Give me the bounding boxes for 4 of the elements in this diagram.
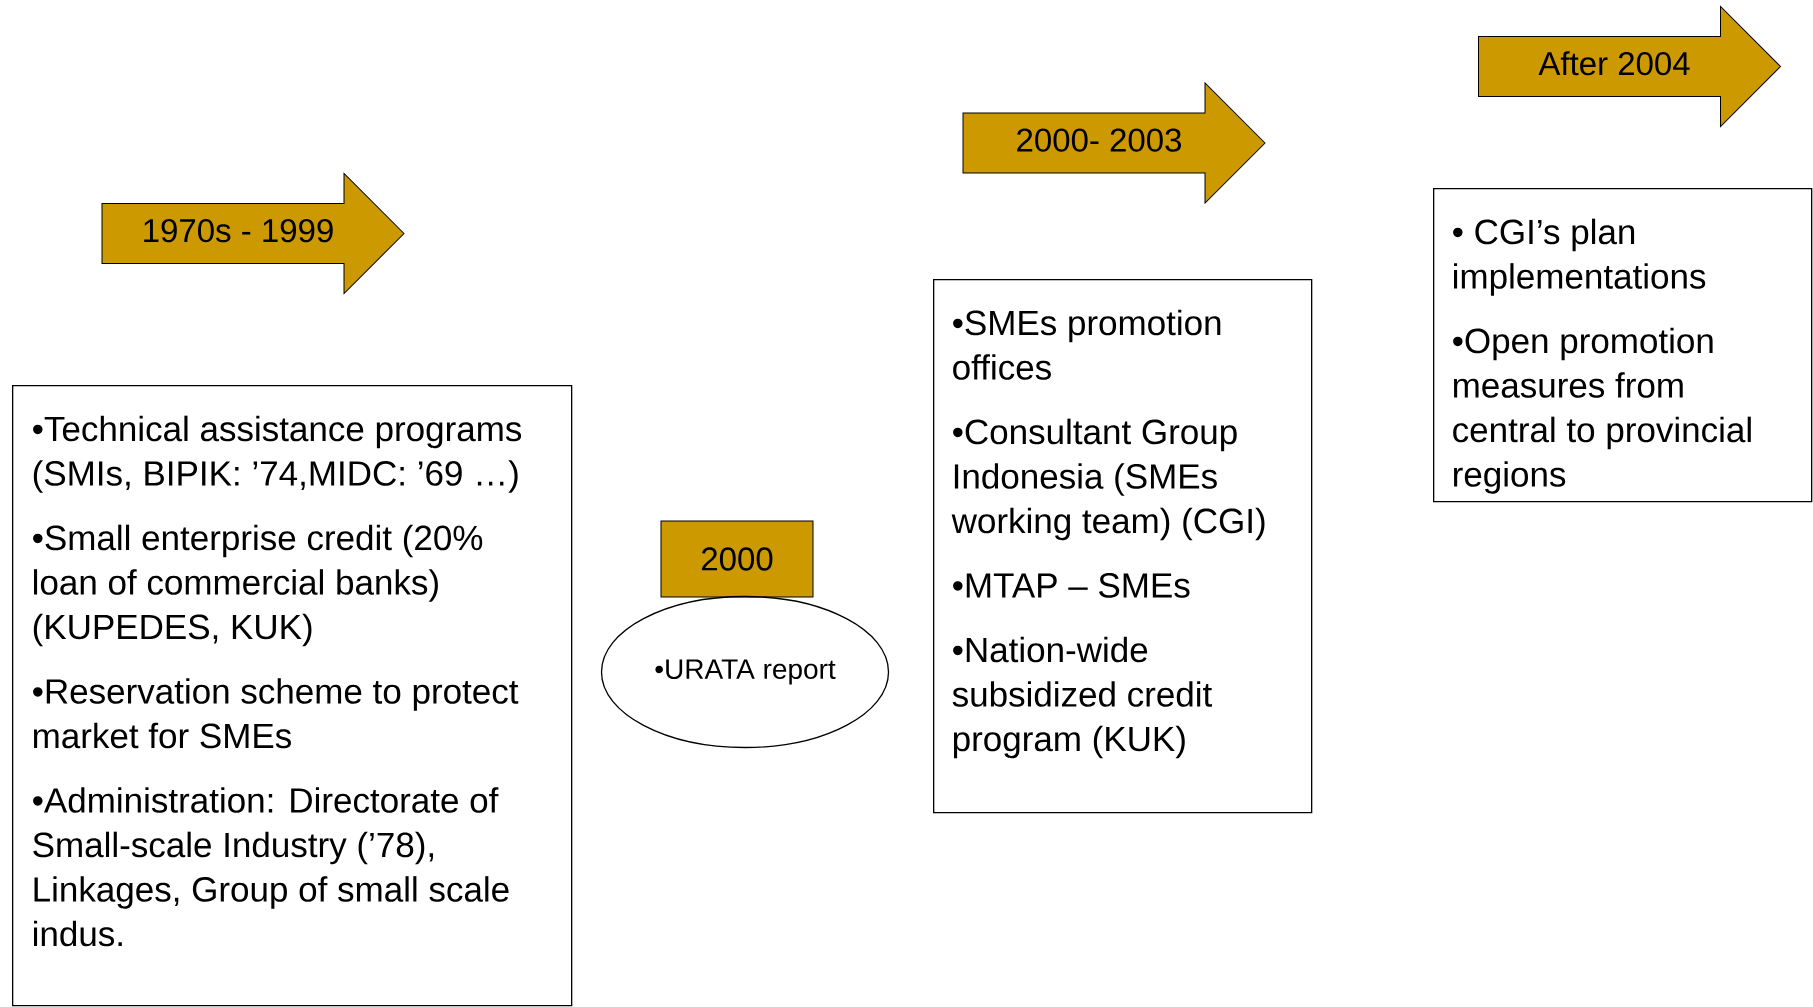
- year-box: 2000: [660, 520, 814, 598]
- text-box: • CGI’s plan implementations •Open promotion measures from central to provincial regions: [1433, 188, 1813, 503]
- text-box: •Technical assistance programs (SMIs, BIPIK: ’74,MIDC: ’69 …) •Small enterprise credit (20% loan of commercial banks) (KUPEDES, KUK) •Reservation scheme to protect market for SMEs •Administration: Directorate of Small-scale Industry (’78), Linkages, Group of small scale indus.: [12, 385, 573, 1007]
- text-box: •SMEs promotion offices •Consultant Group Indonesia (SMEs working team) (CGI) •MTAP – SMEs •Nation-wide subsidized credit program (KUK): [933, 279, 1313, 814]
